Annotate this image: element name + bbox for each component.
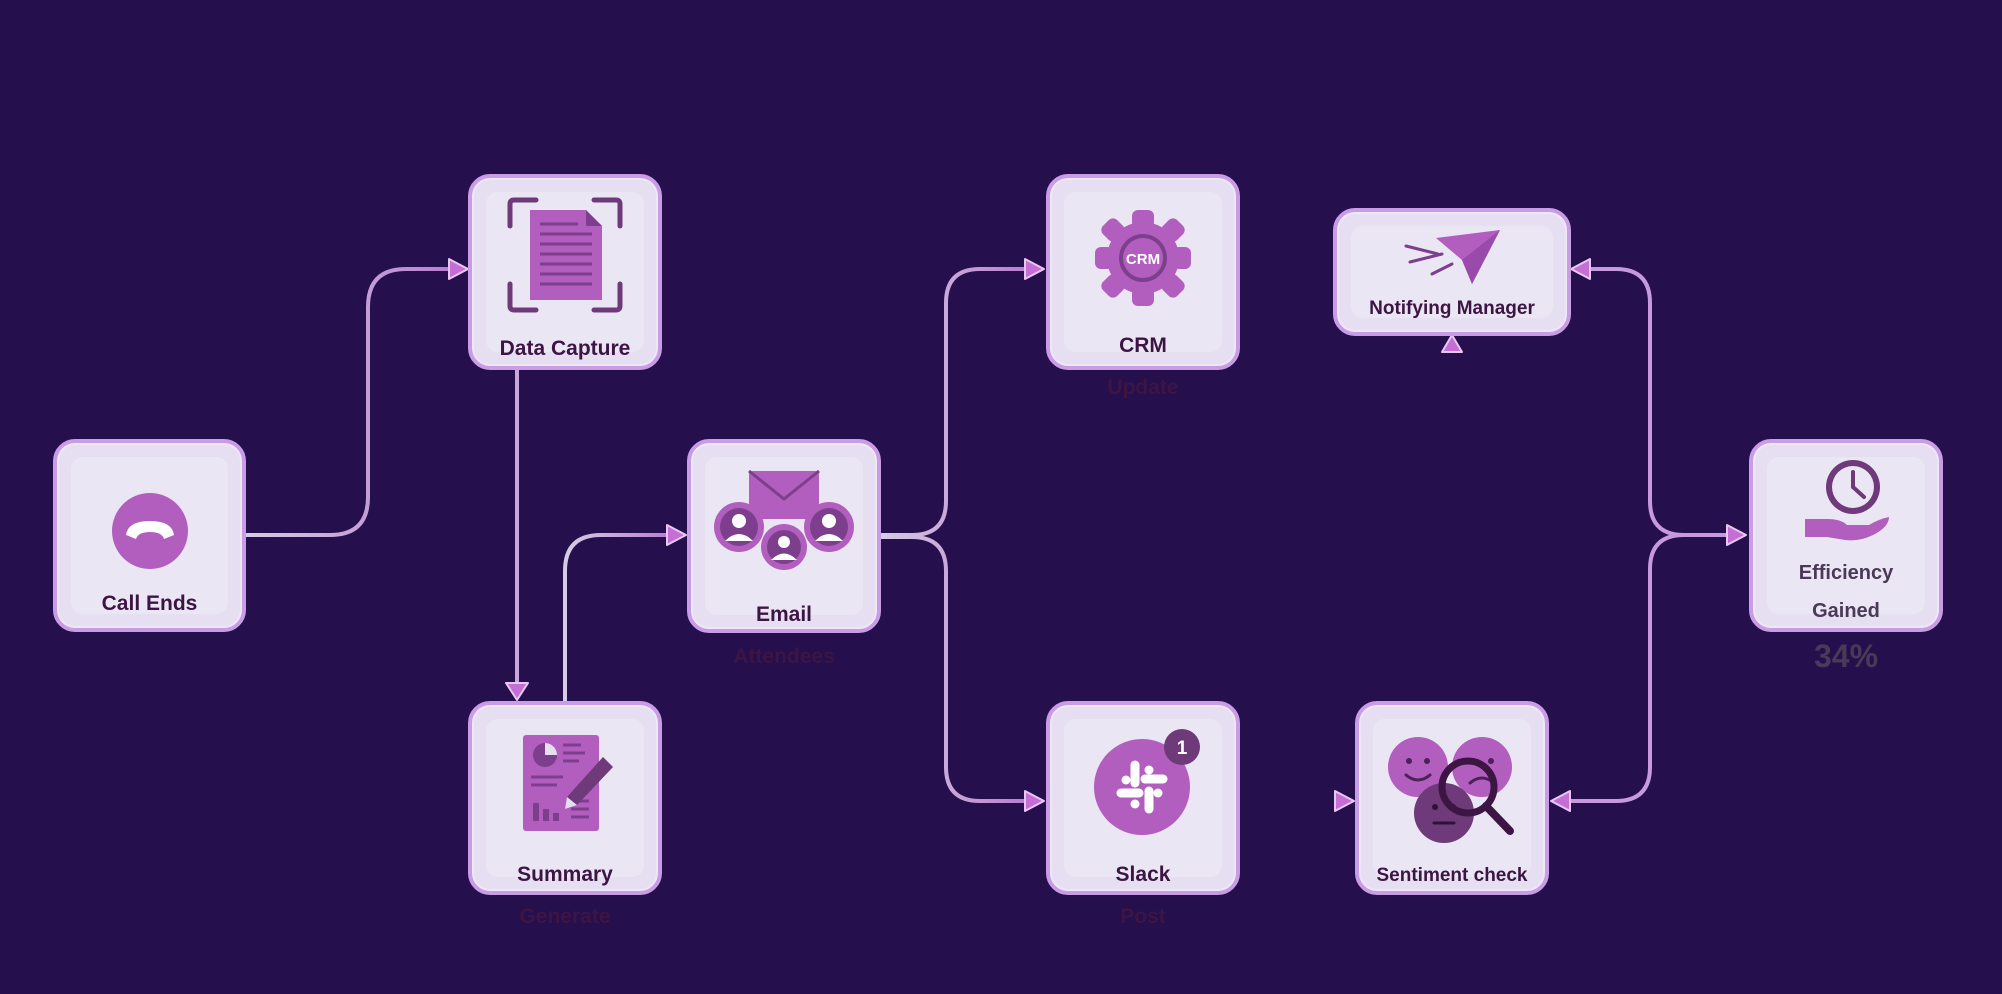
node-label: Email Attendees	[691, 583, 877, 688]
label-line-2: Attendees	[733, 645, 835, 668]
efficiency-value: 34%	[1813, 638, 1879, 674]
node-label: Call Ends	[101, 592, 198, 615]
arrowhead-crm	[1024, 258, 1045, 280]
connector-email-to-slack	[878, 535, 1032, 803]
arrowhead-sentiment-right	[1550, 790, 1571, 812]
node-efficiency-gained[interactable]: Efficiency Gained 34%	[1749, 439, 1943, 672]
label-line-1: Summary	[517, 863, 613, 886]
crm-gear-icon: CRM	[1095, 210, 1191, 306]
paper-plane-icon	[1404, 230, 1500, 284]
sentiment-search-icon	[1388, 737, 1514, 843]
phone-hangup-icon	[111, 493, 188, 569]
label-line-2: Generate	[519, 905, 611, 928]
connector-efficiency-to-manager	[1583, 267, 1737, 537]
email-group-icon	[714, 469, 854, 570]
node-summary-generate[interactable]: Summary Generate	[468, 701, 662, 927]
arrowhead-manager-right	[1570, 258, 1591, 280]
node-notifying-manager[interactable]: Notifying Manager	[1333, 208, 1571, 336]
node-label: Sentiment check	[1376, 865, 1528, 886]
node-label: Slack Post	[1050, 843, 1236, 948]
connector-efficiency-to-sentiment	[1563, 533, 1737, 803]
connector-email-to-crm	[878, 267, 1032, 537]
slack-notification-badge: 1	[1177, 738, 1188, 759]
slack-icon: 1	[1094, 729, 1200, 835]
connector-summary-to-email	[563, 533, 674, 705]
arrowhead-email	[666, 524, 687, 546]
label-line-2: Update	[1107, 376, 1179, 399]
node-email-attendees[interactable]: Email Attendees	[687, 439, 881, 667]
arrowhead-manager-up	[1441, 334, 1463, 353]
arrowhead-summary	[505, 682, 529, 701]
arrowhead-capture	[448, 258, 469, 280]
arrowhead-sentiment-left	[1334, 790, 1355, 812]
node-label: CRM Update	[1050, 314, 1236, 419]
arrowhead-efficiency	[1726, 524, 1747, 546]
node-label: Notifying Manager	[1369, 298, 1535, 319]
label-line-2: Post	[1120, 905, 1166, 928]
report-edit-icon	[523, 735, 613, 831]
label-line-1: CRM	[1119, 334, 1167, 357]
node-label: Summary Generate	[472, 843, 658, 948]
arrowhead-slack	[1024, 790, 1045, 812]
crm-badge-text: CRM	[1126, 251, 1160, 268]
label-line-1: Email	[755, 603, 813, 626]
node-data-capture[interactable]: Data Capture	[468, 174, 662, 370]
time-savings-icon	[1805, 460, 1889, 541]
node-label: Data Capture	[499, 337, 631, 360]
label-line-1: Slack	[1115, 863, 1171, 886]
document-scan-icon	[507, 197, 623, 313]
node-sentiment-check[interactable]: Sentiment check	[1355, 701, 1549, 895]
node-slack-post[interactable]: 1 Slack Post	[1046, 701, 1240, 927]
node-call-ends[interactable]: Call Ends	[53, 439, 246, 632]
label-line-1: Efficiency	[1798, 562, 1894, 584]
label-line-2: Gained	[1812, 600, 1880, 622]
connector-call-to-capture	[243, 267, 457, 537]
node-label: Efficiency Gained 34%	[1753, 545, 1939, 691]
node-crm-update[interactable]: CRM CRM Update	[1046, 174, 1240, 398]
